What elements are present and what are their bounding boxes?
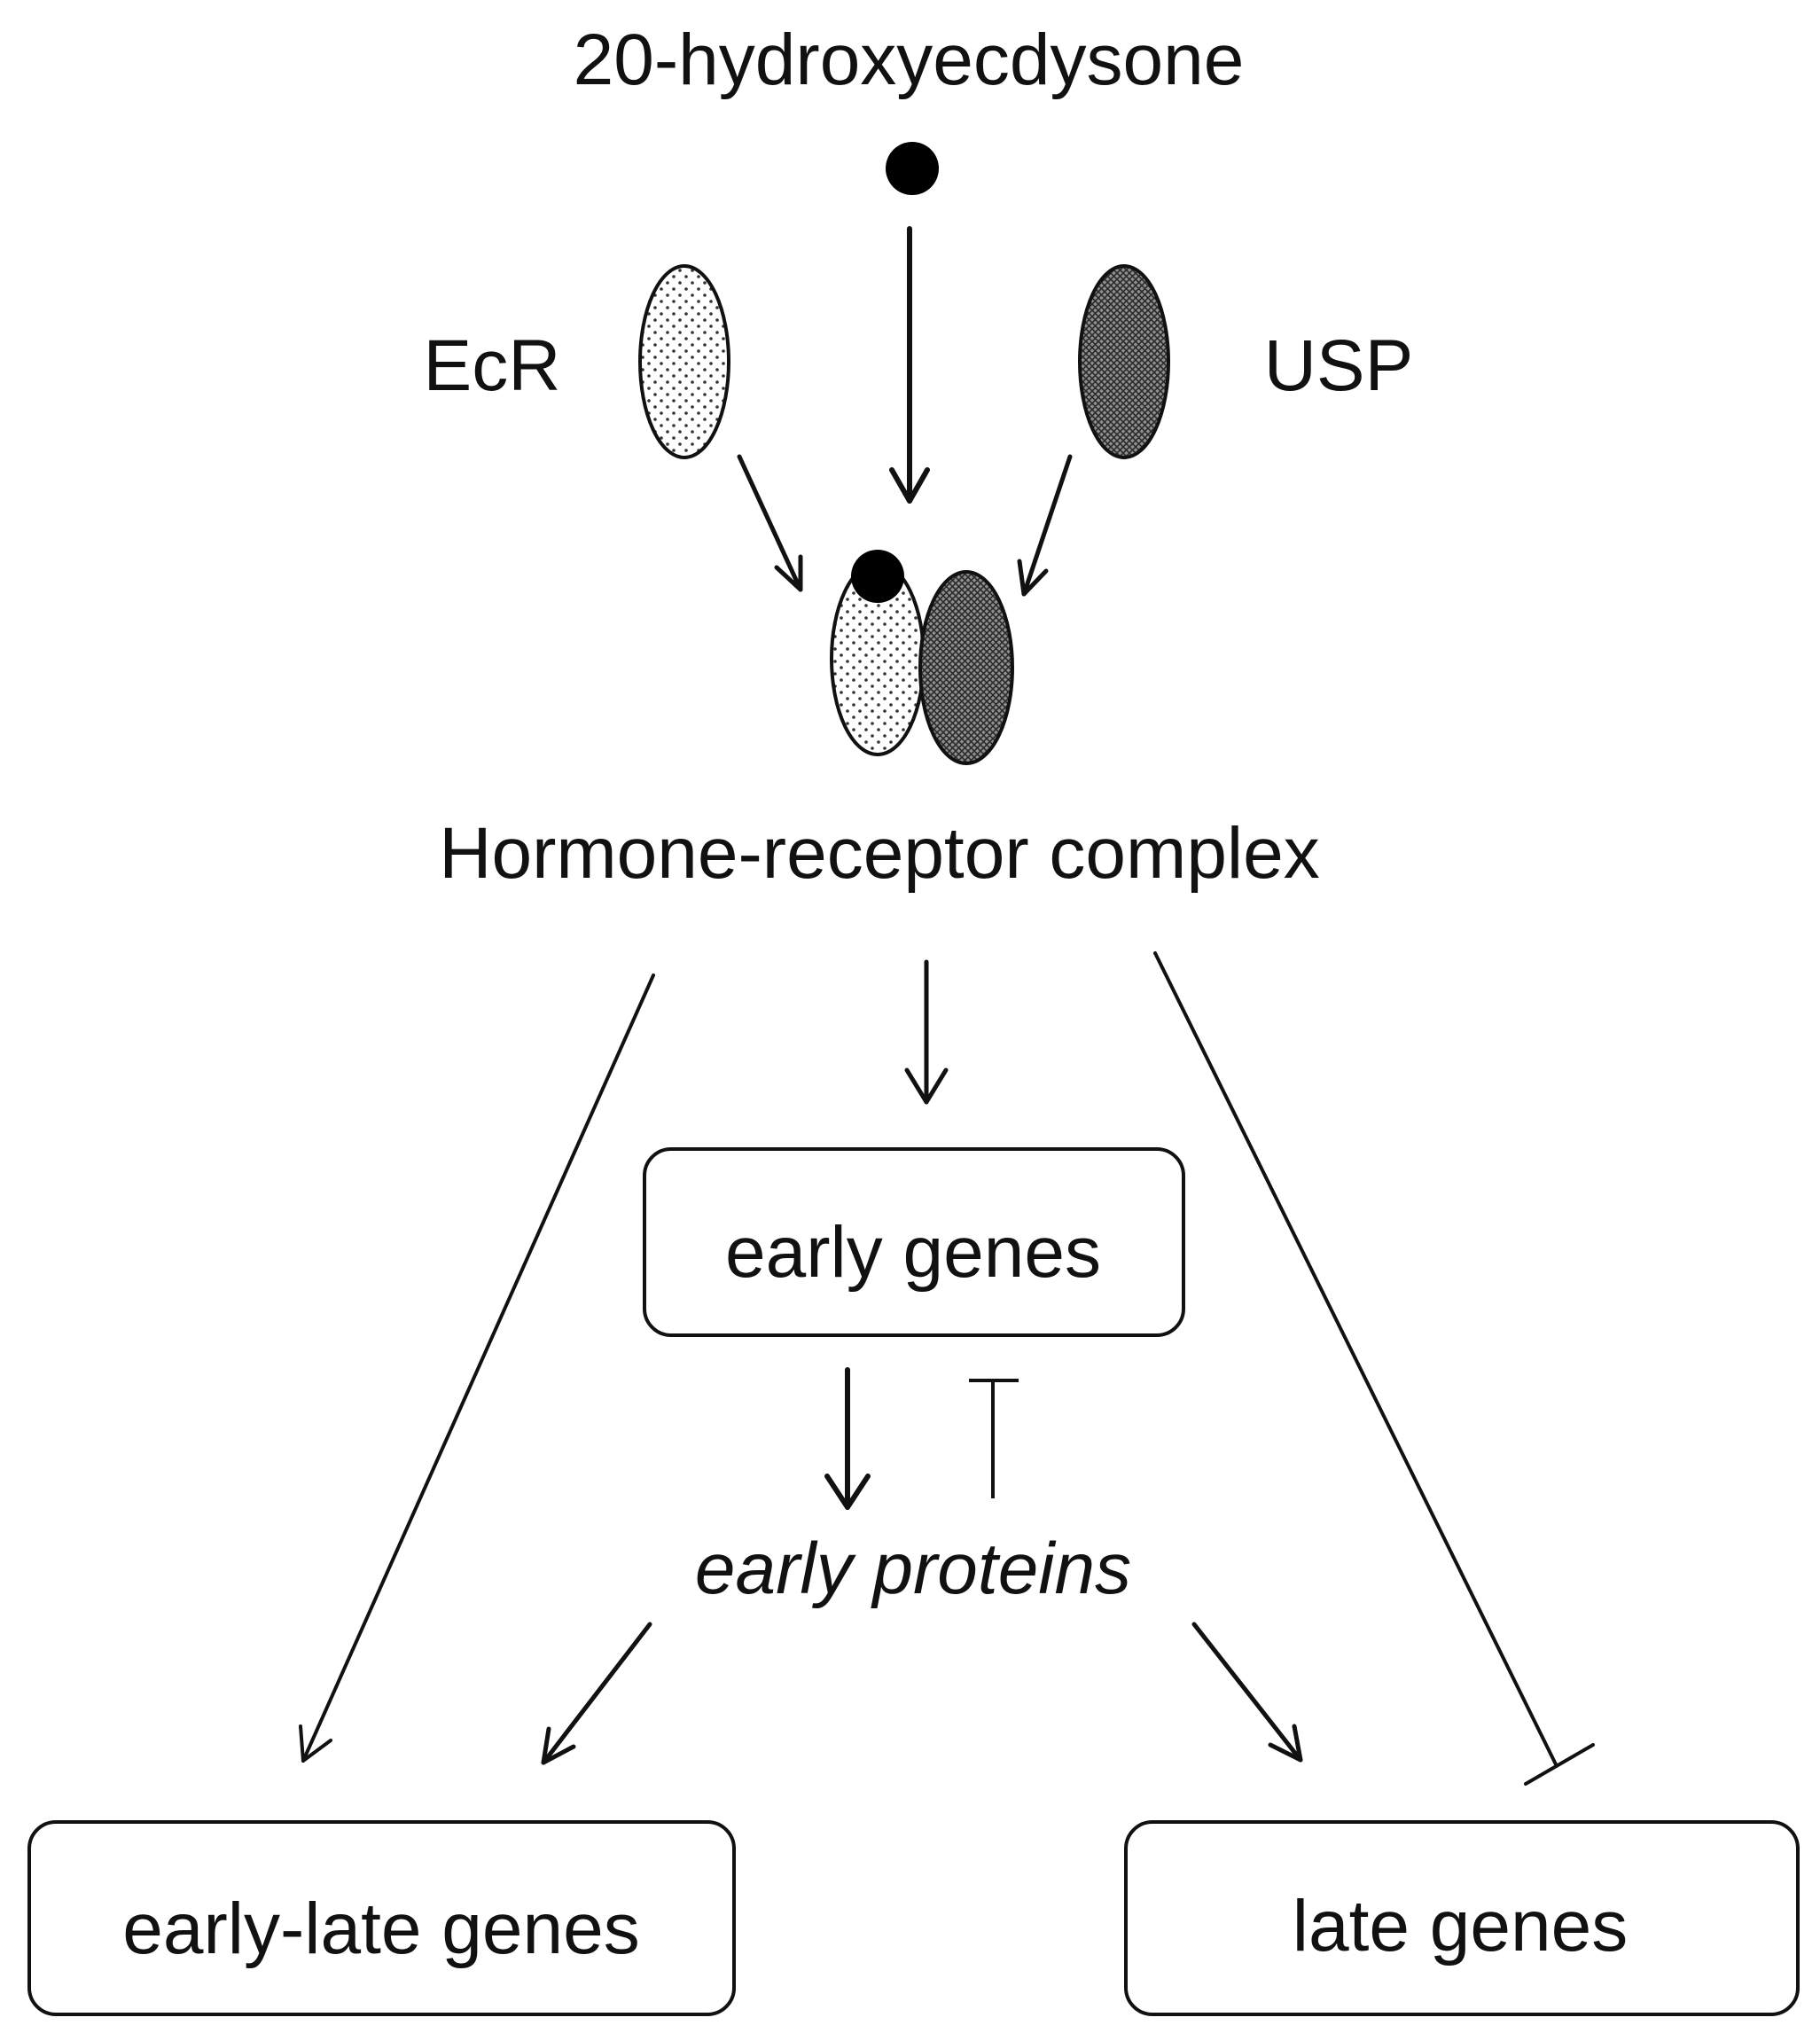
early-genes-box [643,1147,1185,1337]
late-genes-label: late genes [1293,1886,1628,1967]
complex-inhibits-late-genes-bar [1153,951,1595,1786]
usp-label: USP [1264,325,1414,406]
late-genes-box [1124,1820,1800,2016]
hormone-label: 20-hydroxyecdysone [574,20,1245,100]
proteins-to-early-late-arrow [541,1622,652,1765]
early-late-genes-box [27,1820,736,2016]
hormone-ligand-icon [886,142,939,195]
proteins-inhibit-early-genes-bar [969,1379,1019,1498]
usp-to-complex-arrow [1017,454,1073,597]
proteins-to-late-genes-arrow [1191,1622,1303,1763]
ecr-to-complex-arrow [737,454,803,592]
hormone-receptor-complex-icon [830,550,1014,765]
early-genes-label: early genes [725,1212,1101,1293]
early-genes-to-proteins-arrow [824,1367,871,1510]
complex-label: Hormone-receptor complex [439,813,1320,894]
hormone-to-complex-arrow [889,226,930,504]
complex-to-early-late-arrow [299,973,655,1763]
ecr-receptor-icon [638,264,730,459]
early-late-genes-label: early-late genes [122,1888,639,1969]
early-proteins-label: early proteins [695,1529,1131,1609]
complex-to-early-genes-arrow [904,959,949,1105]
ecr-label: EcR [424,325,561,406]
usp-receptor-icon [1078,264,1170,459]
